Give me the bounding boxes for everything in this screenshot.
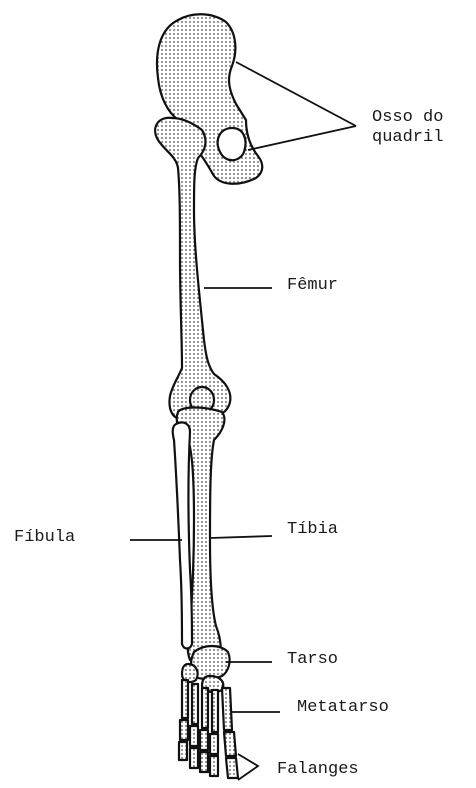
hip-label-line2: quadril	[372, 128, 443, 147]
phalanges-label: Falanges	[277, 760, 359, 779]
hip-leader-upper	[236, 62, 356, 126]
tarsus-label: Tarso	[287, 650, 338, 669]
metatarsals	[182, 680, 232, 732]
tibia-label: Tíbia	[287, 520, 338, 539]
fibula	[173, 422, 192, 648]
obturator-foramen	[218, 128, 246, 160]
phalanges-leader	[238, 754, 258, 780]
fibula-label: Fíbula	[14, 528, 75, 547]
hip-label-line1: Osso do	[372, 108, 443, 127]
metatarsus-label: Metatarso	[297, 698, 389, 717]
femur-label: Fêmur	[287, 276, 338, 295]
tibia-leader	[210, 536, 272, 538]
hip-leader-lower	[248, 126, 356, 150]
